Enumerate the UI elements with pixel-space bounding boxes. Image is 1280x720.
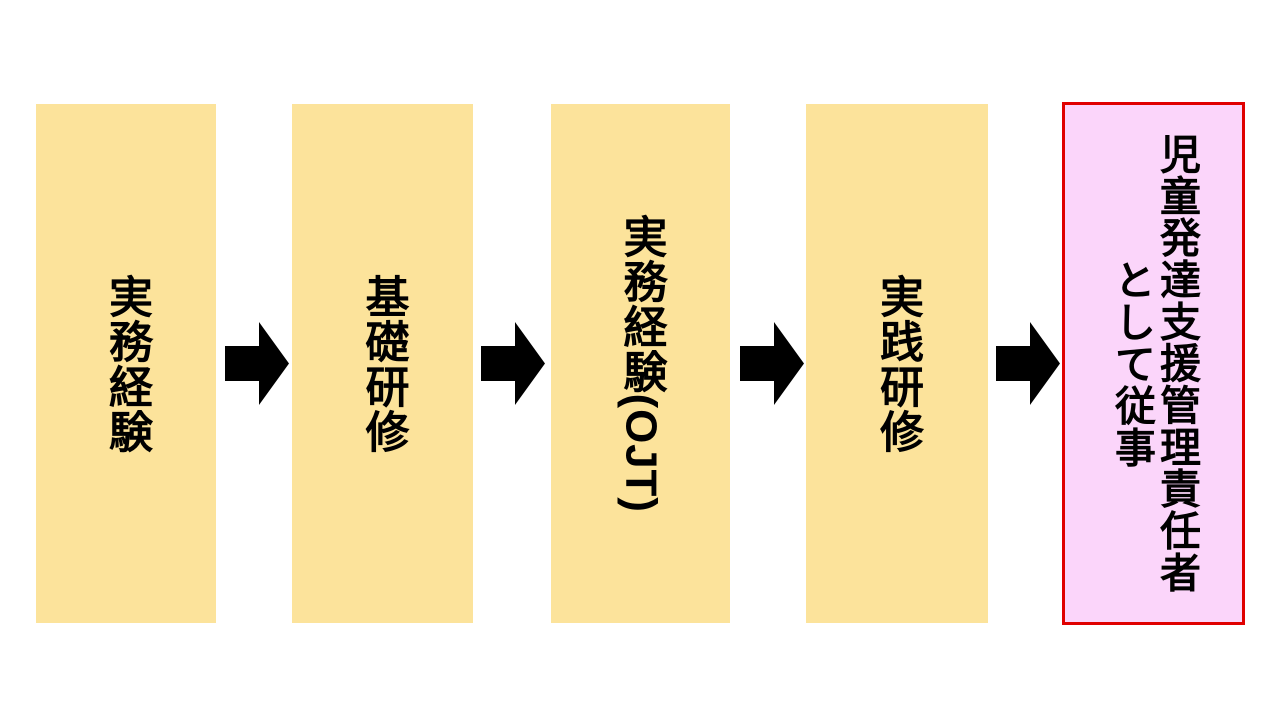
process-step-4[interactable]: 実践研修 — [806, 104, 988, 623]
process-step-5-label-primary: 児童発達支援管理責任者 — [1153, 133, 1200, 594]
flow-arrow-3 — [740, 322, 804, 405]
process-step-2-label: 基礎研修 — [358, 273, 408, 454]
process-step-5[interactable]: 児童発達支援管理責任者 として従事 — [1062, 102, 1245, 625]
process-step-1[interactable]: 実務経験 — [36, 104, 216, 623]
process-step-5-label-secondary: として従事 — [1108, 258, 1155, 469]
flow-arrow-2 — [481, 322, 545, 405]
process-step-3-label-latin: (OJT) — [616, 393, 666, 513]
process-step-3-label-main: 実務経験 — [616, 214, 666, 394]
flow-arrow-1 — [225, 322, 289, 405]
process-step-1-label: 実務経験 — [102, 273, 151, 454]
process-step-2[interactable]: 基礎研修 — [292, 104, 473, 623]
process-step-4-label: 実践研修 — [873, 273, 922, 454]
process-step-3[interactable]: 実務経験(OJT) — [551, 104, 730, 623]
flow-arrow-4 — [996, 322, 1060, 405]
process-step-3-label: 実務経験(OJT) — [616, 214, 666, 513]
